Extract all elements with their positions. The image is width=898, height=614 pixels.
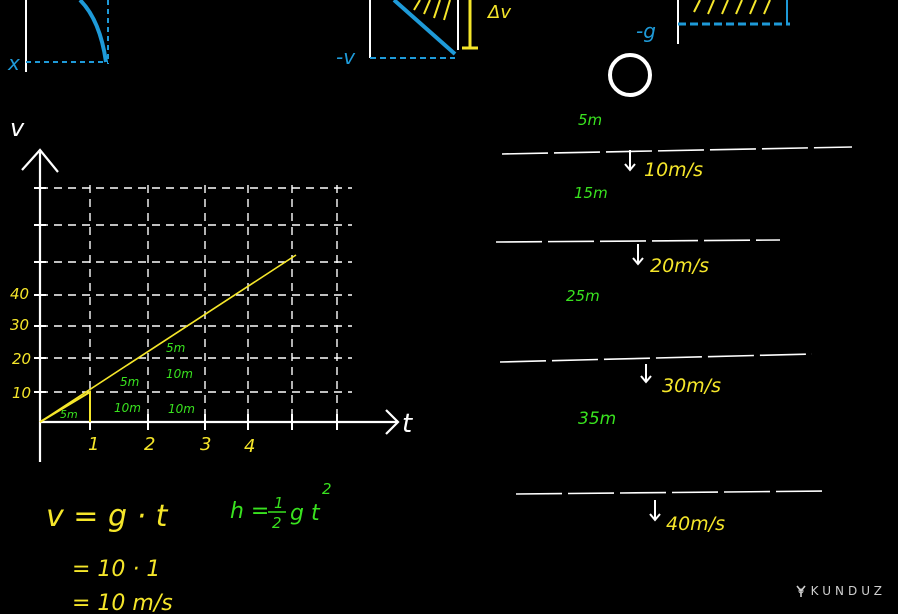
falling-ball (608, 53, 652, 97)
fall-speed: 40m/s (666, 513, 725, 535)
velocity-step-1: = 10 · 1 (72, 557, 160, 582)
height-formula-lhs: h = (230, 499, 269, 524)
fall-speed: 10m/s (644, 159, 703, 181)
top-middle-axis-label: -v (336, 45, 356, 69)
t-axis-label: t (402, 409, 413, 439)
fall-distance: 25m (566, 287, 600, 305)
x-tick-label: 2 (144, 434, 155, 455)
area-label: 5m (120, 375, 139, 389)
v-axis-label: v (10, 114, 25, 142)
x-tick-label: 4 (244, 436, 255, 457)
y-tick-label: 20 (12, 350, 31, 368)
fall-distance: 5m (578, 111, 602, 129)
velocity-step-2: = 10 m/s (72, 591, 173, 614)
y-tick-label: 10 (12, 384, 31, 402)
velocity-time-graph: v t 10 20 30 40 1 2 3 4 5m 5m 10m 5m 10m… (10, 114, 413, 462)
area-label: 10m (168, 402, 195, 416)
kunduz-logo-icon (796, 585, 806, 597)
fall-distance: 35m (578, 409, 616, 429)
area-label: 5m (60, 408, 78, 421)
t-axis-arrow (385, 409, 400, 435)
delta-v-label: Δv (486, 2, 511, 23)
top-left-axis-label: x (7, 51, 20, 75)
top-left-sketch: x (7, 0, 109, 75)
top-right-axis-label: -g (636, 19, 656, 43)
fall-speed: 30m/s (662, 375, 721, 397)
fall-speed: 20m/s (650, 255, 709, 277)
height-formula-denominator: 2 (272, 514, 282, 532)
x-tick-label: 3 (200, 434, 211, 455)
height-formula-rhs: g t (290, 501, 321, 526)
height-formula-numerator: 1 (274, 494, 284, 512)
first-second-triangle (39, 390, 91, 423)
v-axis-arrow (21, 148, 59, 173)
velocity-line (39, 254, 297, 423)
area-label: 5m (166, 341, 185, 355)
kunduz-watermark: KUNDUZ (795, 584, 886, 598)
graph-grid (40, 185, 352, 420)
y-tick-label: 40 (10, 285, 29, 303)
y-tick-label: 30 (10, 316, 29, 334)
fall-levels: 5m 15m 25m 35m 10m/s 20m/s 30m/s 40m/s (495, 111, 853, 535)
height-formula-exponent: 2 (322, 480, 332, 498)
x-tick-label: 1 (88, 434, 99, 455)
fall-distance: 15m (574, 184, 608, 202)
area-label: 10m (166, 367, 193, 381)
velocity-formula: v = g · t (46, 499, 169, 534)
top-middle-sketch: Δv -v (336, 0, 511, 69)
watermark-text: KUNDUZ (810, 584, 886, 598)
top-right-sketch: -g (636, 0, 790, 44)
formulas: v = g · t = 10 · 1 = 10 m/s h = 1 2 g t … (46, 480, 332, 614)
area-label: 10m (114, 401, 141, 415)
